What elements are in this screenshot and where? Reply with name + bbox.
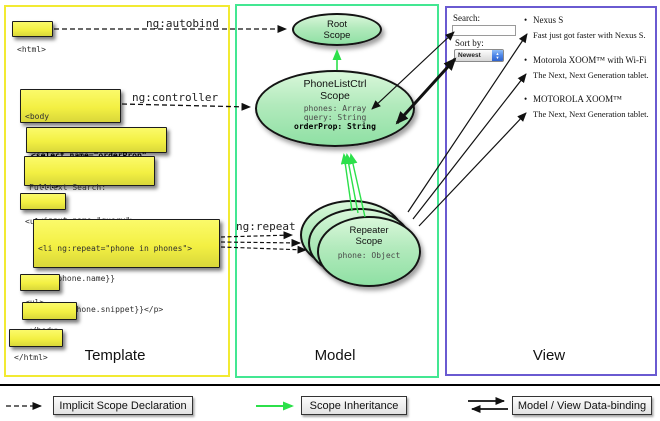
repeater-scope-ellipse-front: Repeater Scope phone: Object — [317, 216, 421, 287]
select-orderprop-box: <select name="orderProp" ...> — [26, 127, 167, 190]
model-column-label: Model — [314, 347, 356, 364]
phonelistctrl-scope-props: phones: Array query: String orderProp: S… — [257, 104, 413, 131]
template-column-label: Template — [84, 347, 146, 364]
prop-phone: phone: Object — [337, 251, 401, 260]
code-line: </html> — [14, 353, 48, 362]
fulltext-search-box: Fulltext Search: <input name="query"> — [24, 156, 155, 225]
search-input[interactable] — [452, 25, 516, 36]
code-line: <p>{{phone.snippet}}</p> — [38, 305, 164, 315]
bullet-icon: • — [524, 15, 528, 25]
ng-autobind-label: ng:autobind — [146, 17, 219, 30]
search-label: Search: — [453, 13, 480, 23]
legend-scope-inheritance-box: Scope Inheritance — [301, 396, 407, 415]
code-line: {{phone.name}} — [38, 274, 116, 284]
repeater-scope-props: phone: Object — [319, 251, 419, 260]
code-line: <html> — [17, 45, 46, 54]
phonelistctrl-scope-ellipse: PhoneListCtrl Scope phones: Array query:… — [255, 70, 415, 147]
html-close-tag-box: </html> — [9, 329, 63, 362]
ul-open-tag-box: <ul> — [20, 193, 66, 226]
phone-item-title: MOTOROLA XOOM™ — [533, 94, 622, 104]
html-open-tag-box: <html> — [12, 21, 53, 54]
code-line: <body — [25, 112, 50, 121]
prop-orderprop: orderProp: String — [294, 122, 376, 131]
view-column-label: View — [532, 347, 566, 364]
li-repeat-box: <li ng:repeat="phone in phones"> {{phone… — [33, 219, 220, 345]
phone-item-title: Motorola XOOM™ with Wi-Fi — [533, 55, 647, 65]
code-line: <li ng:repeat="phone in phones"> — [38, 243, 193, 253]
repeater-scope-name: Repeater — [349, 225, 389, 236]
phonelistctrl-scope-type: Scope — [320, 90, 350, 102]
phone-item-desc: Fast just got faster with Nexus S. — [533, 30, 646, 40]
legend-databinding-box: Model / View Data-binding — [512, 396, 652, 415]
phone-item-desc: The Next, Next Generation tablet. — [533, 109, 649, 119]
prop-query: query: String — [303, 113, 367, 122]
body-open-tag-box: <body ng:controller= "PhoneListCtrl"> — [20, 89, 121, 178]
root-scope-name: Root — [326, 19, 348, 30]
code-line: Fulltext Search: — [29, 183, 107, 192]
legend-implicit-scope-box: Implicit Scope Declaration — [53, 396, 193, 415]
code-line: <select name="orderProp" — [31, 151, 162, 161]
bullet-icon: • — [524, 94, 528, 104]
sort-dropdown[interactable]: Newest ▲▼ — [454, 49, 504, 62]
root-scope-ellipse: Root Scope — [292, 13, 382, 46]
model-column-frame — [235, 4, 439, 378]
phone-list-item: • MOTOROLA XOOM™ The Next, Next Generati… — [524, 94, 654, 119]
phone-list-item: • Motorola XOOM™ with Wi-Fi The Next, Ne… — [524, 55, 654, 80]
phone-item-title: Nexus S — [533, 15, 564, 25]
root-scope-type: Scope — [323, 29, 351, 41]
legend-separator-line — [0, 384, 660, 386]
phonelistctrl-scope-name: PhoneListCtrl — [303, 78, 367, 90]
body-close-tag-box: </body> — [22, 302, 77, 335]
sort-dropdown-value: Newest — [458, 52, 481, 59]
sort-by-label: Sort by: — [455, 38, 484, 48]
repeater-scope-type: Scope — [355, 235, 383, 247]
ul-close-tag-box: <ul> — [20, 274, 60, 307]
ng-controller-label: ng:controller — [132, 91, 219, 104]
phone-item-desc: The Next, Next Generation tablet. — [533, 70, 649, 80]
dropdown-stepper-icon: ▲▼ — [492, 50, 503, 61]
prop-phones: phones: Array — [303, 104, 367, 113]
ng-repeat-label: ng:repeat — [236, 220, 296, 233]
bullet-icon: • — [524, 55, 528, 65]
phone-list-item: • Nexus S Fast just got faster with Nexu… — [524, 15, 654, 40]
